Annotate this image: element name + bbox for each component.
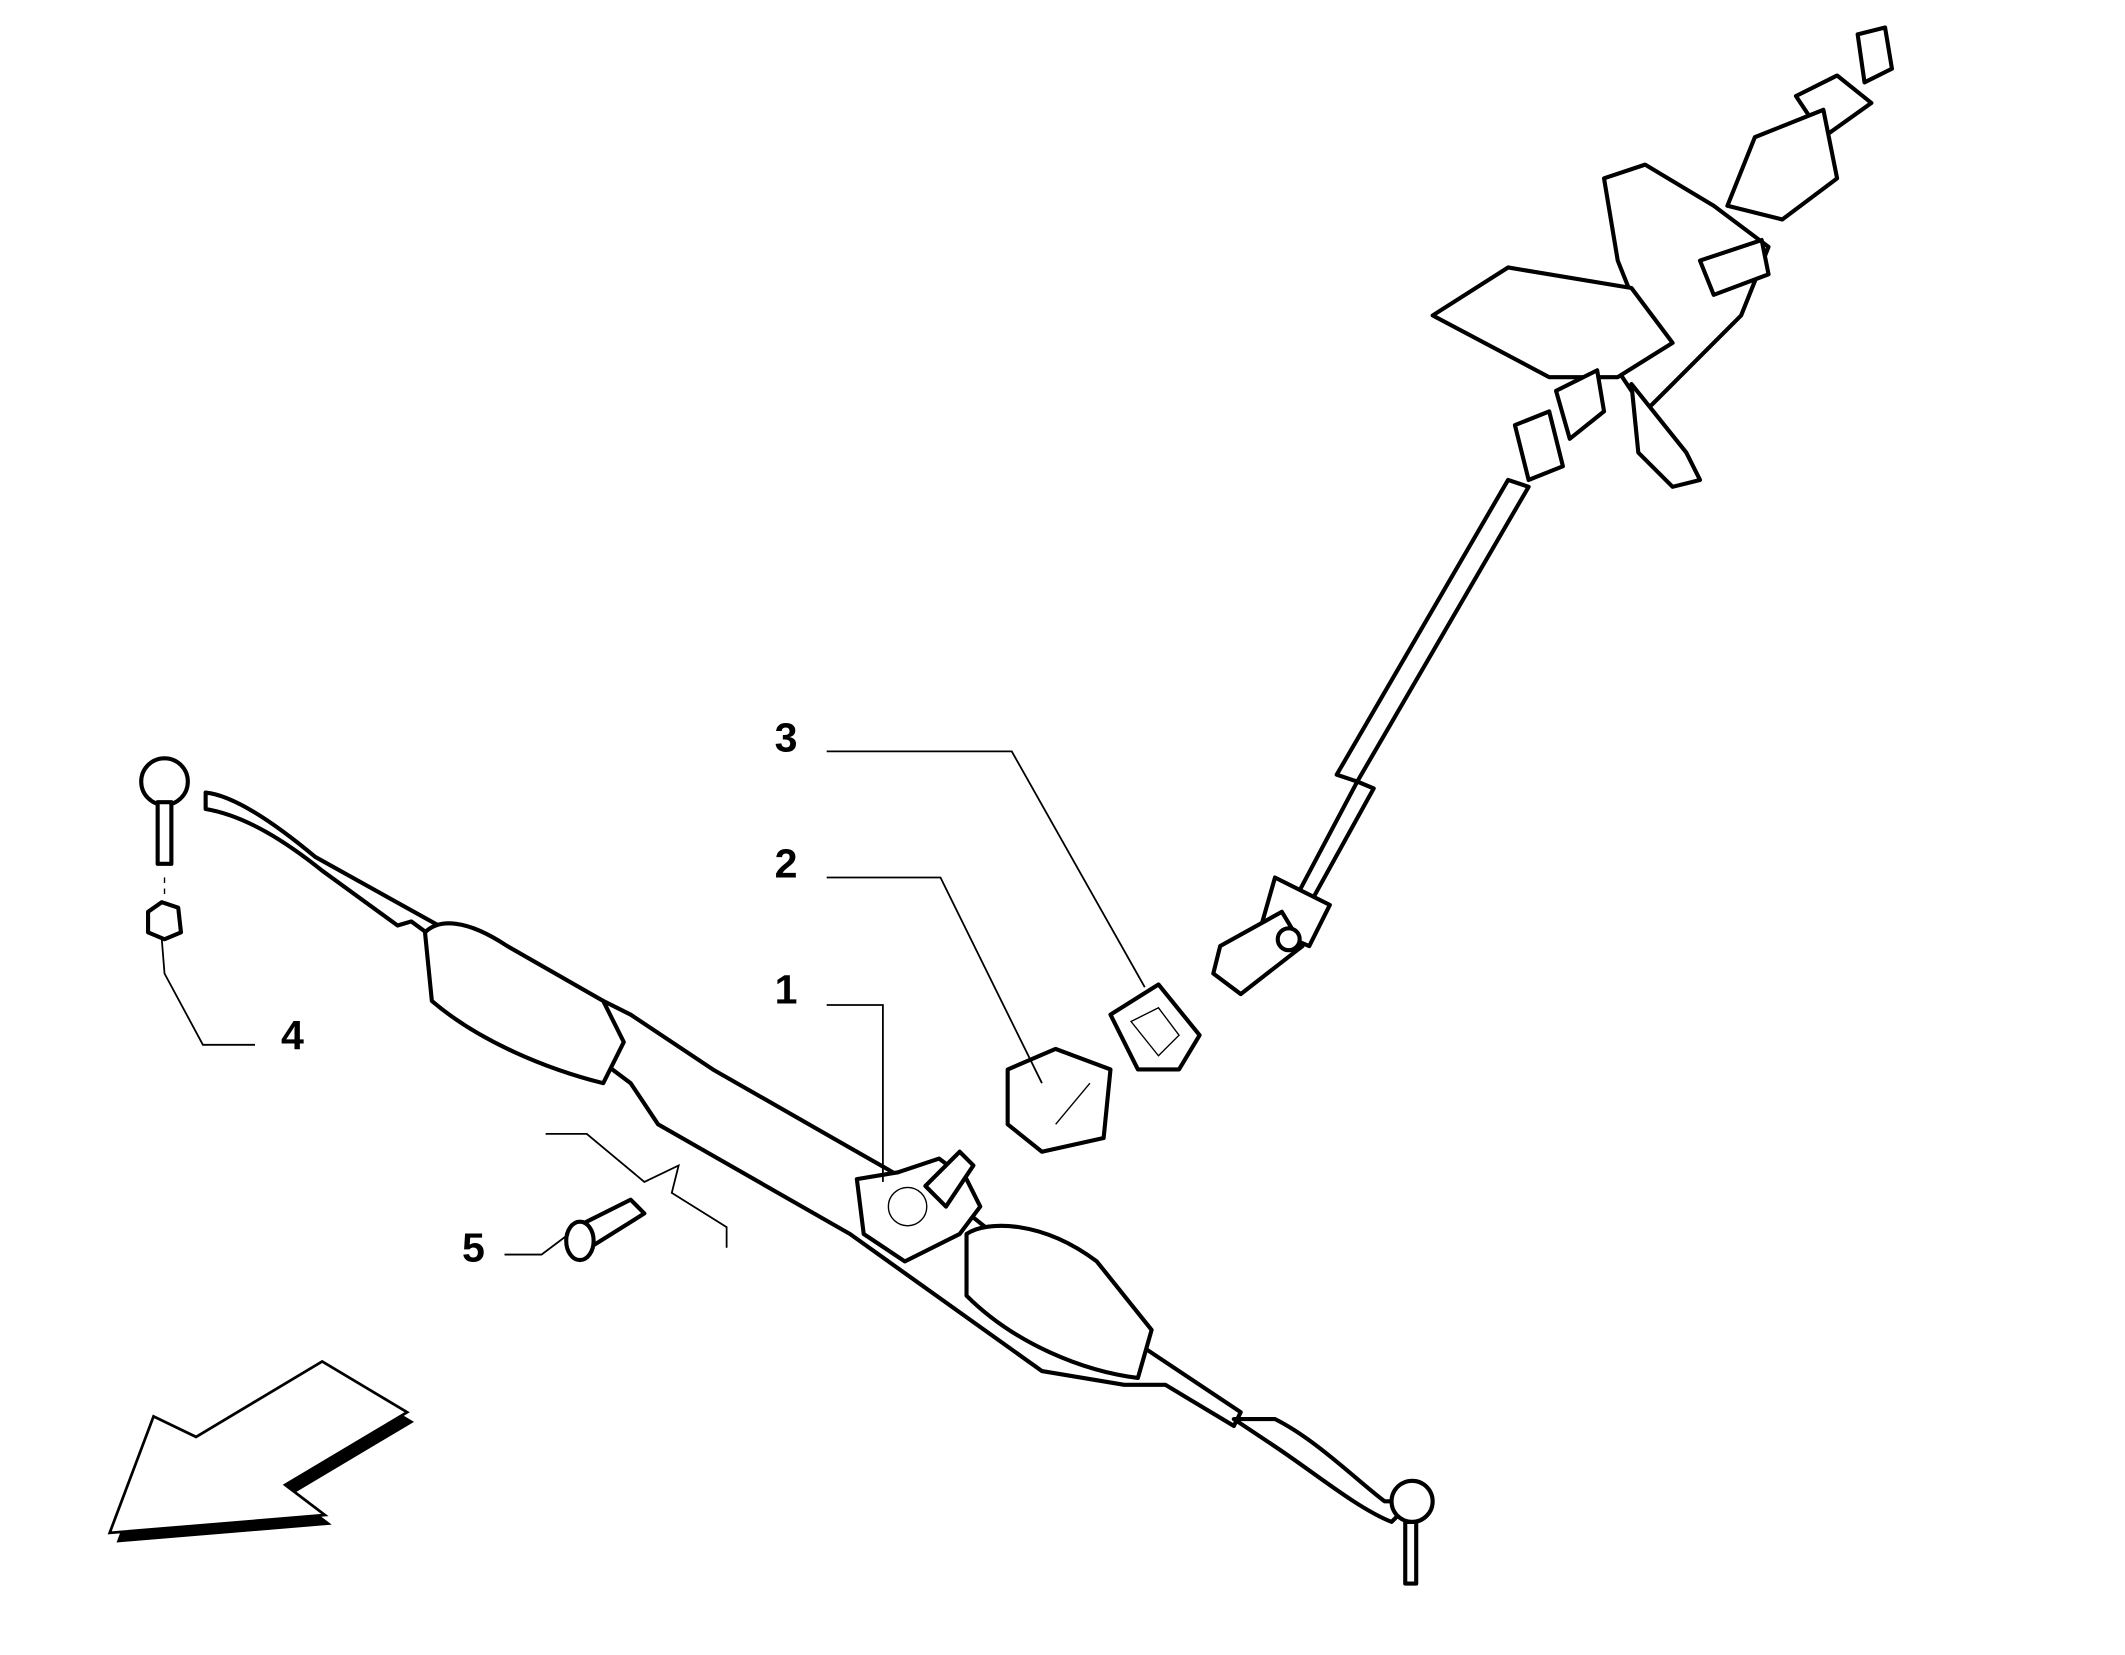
leader-line-2	[826, 876, 1043, 1084]
section-break-line	[545, 1133, 728, 1248]
part-4-nut	[146, 877, 184, 942]
steering-column	[1211, 25, 1894, 997]
leader-line-5	[504, 1233, 570, 1256]
callout-2: 2	[775, 841, 798, 887]
leader-line-3	[826, 750, 1146, 988]
callout-4: 4	[281, 1012, 304, 1058]
leader-line-4	[160, 939, 255, 1046]
callout-3: 3	[775, 714, 798, 760]
leader-line-1	[826, 1004, 884, 1182]
part-2-pinion-boot	[1005, 1046, 1113, 1154]
direction-arrow-icon	[107, 1359, 415, 1543]
part-1-steering-rack	[139, 756, 1435, 1586]
part-3-seal-plate	[1108, 982, 1202, 1072]
part-5-bolt	[564, 1197, 647, 1263]
callout-5: 5	[462, 1224, 485, 1270]
callout-1: 1	[775, 967, 798, 1013]
